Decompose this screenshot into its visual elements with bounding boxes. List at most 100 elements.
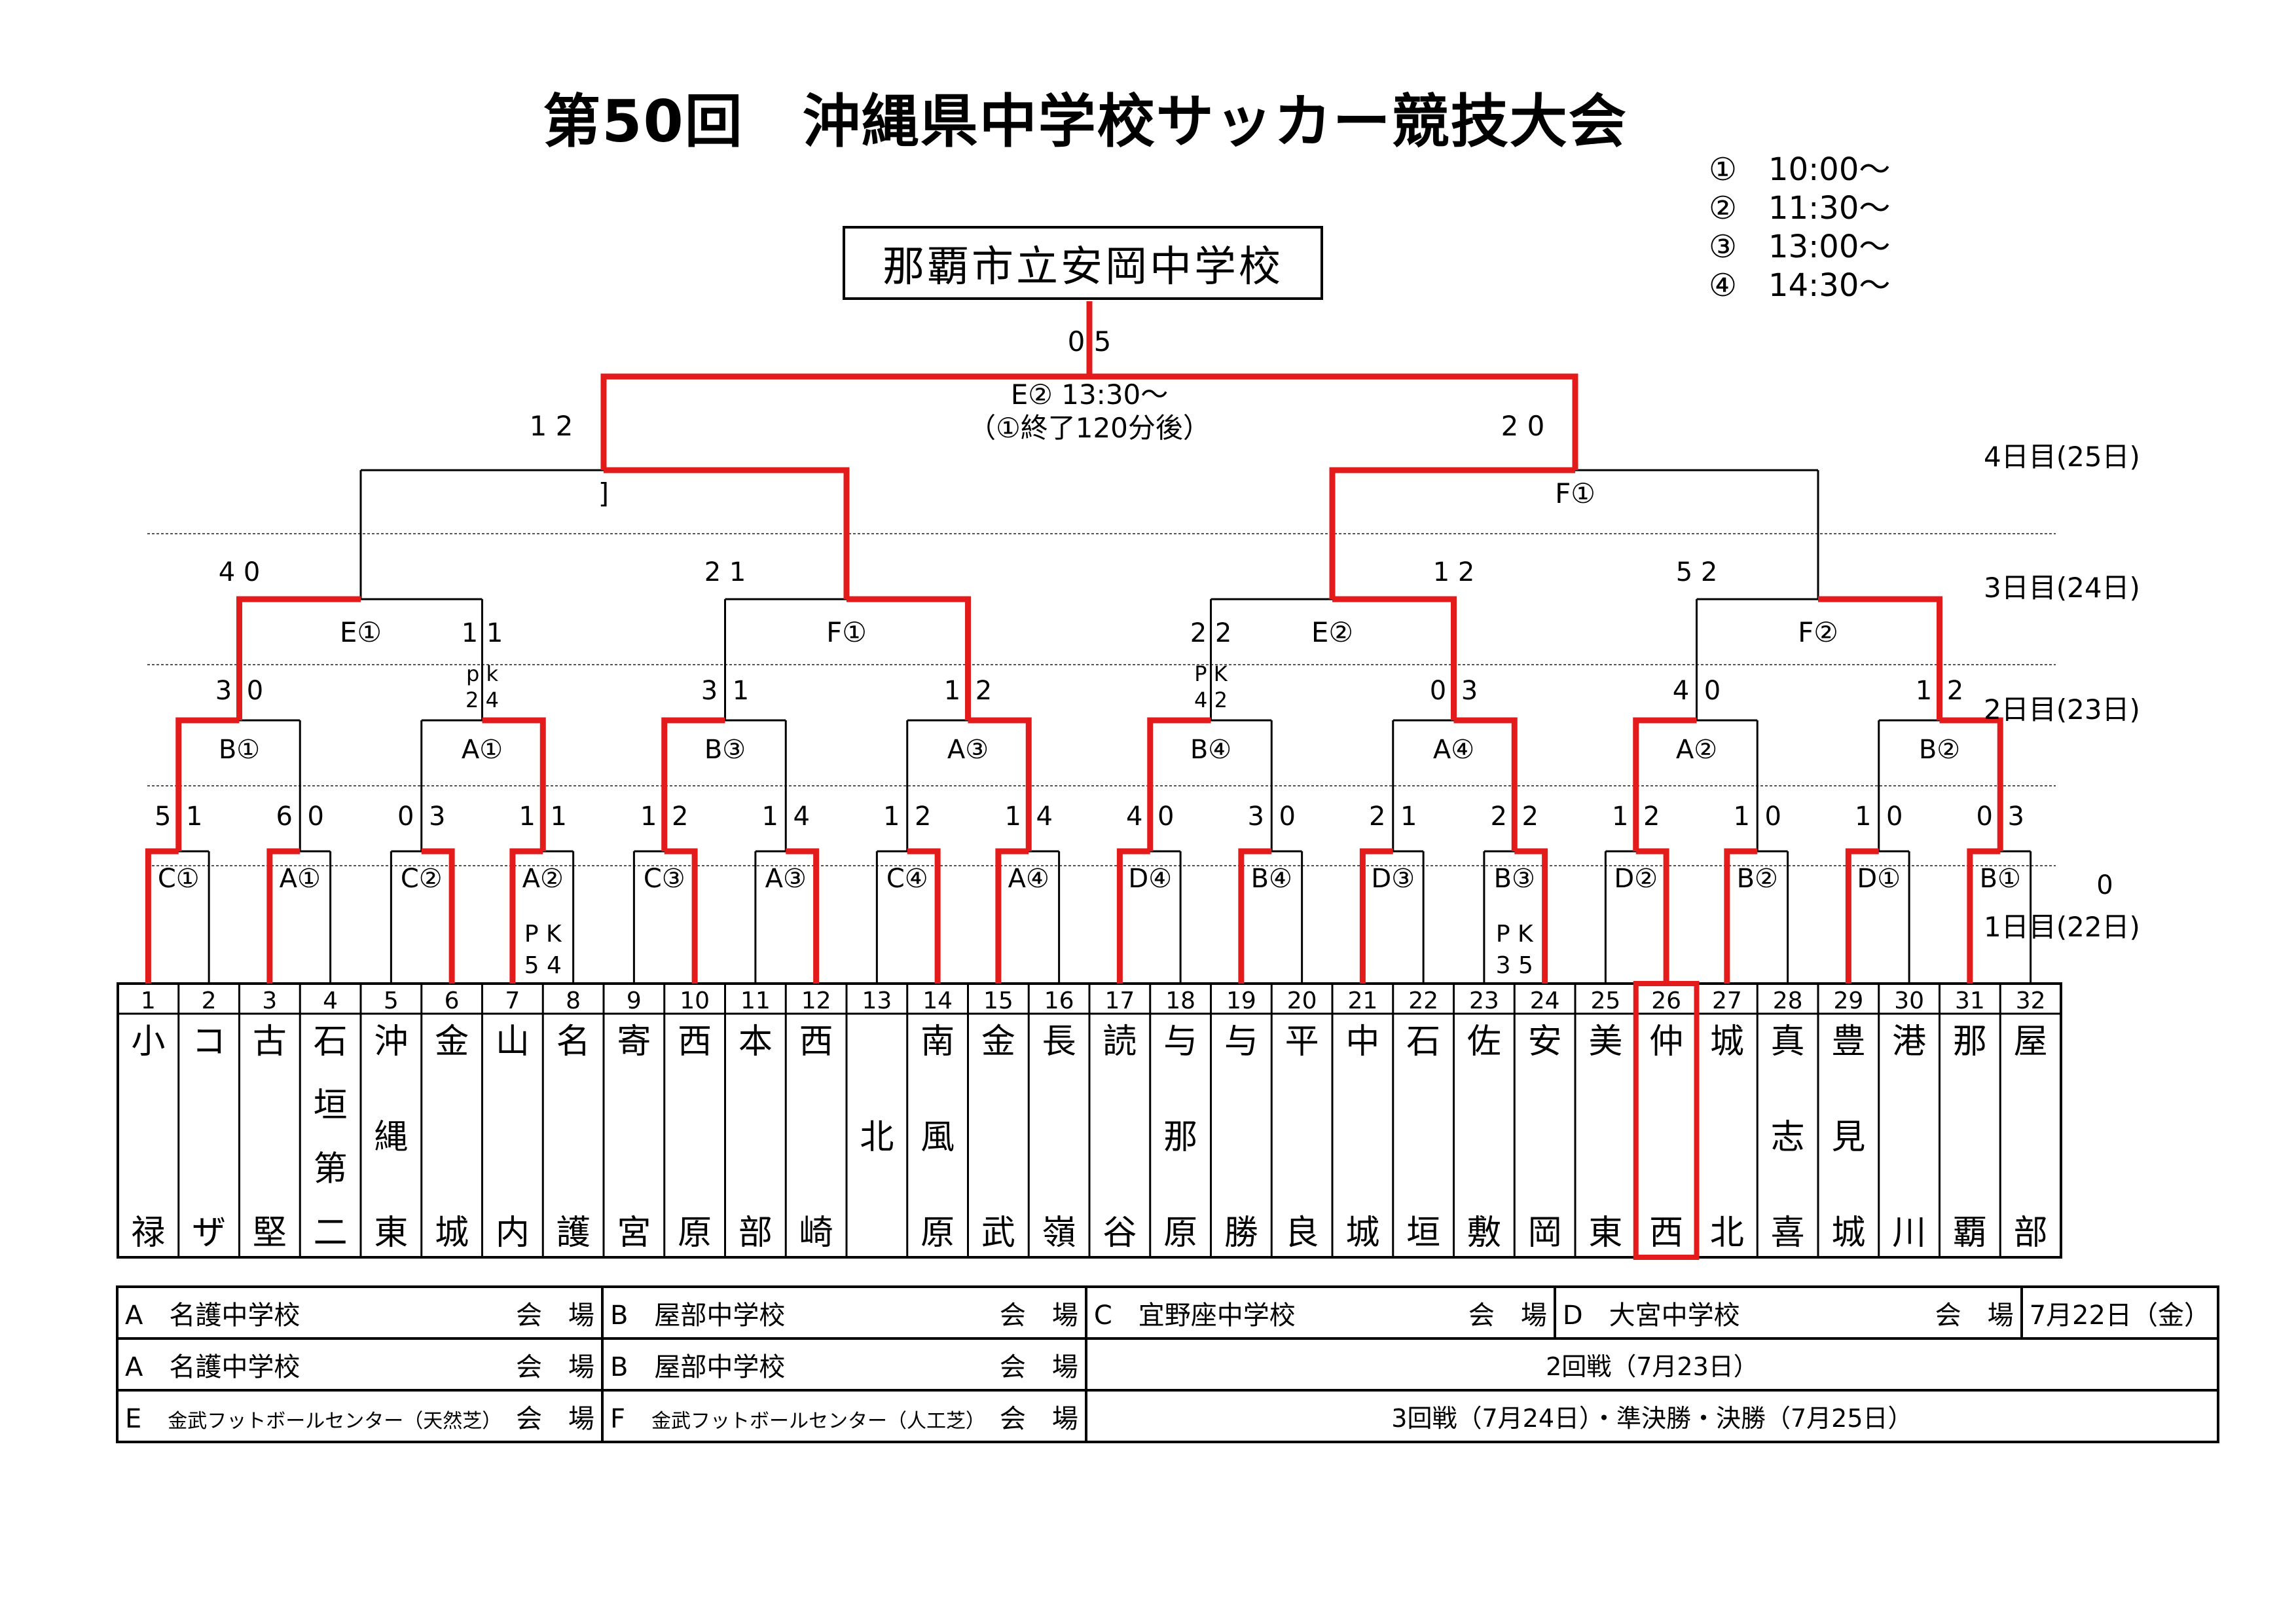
r1-score-left: 0 — [397, 802, 414, 832]
r1-score-left: 1 — [1612, 802, 1628, 832]
team-name-char: 石 — [314, 1022, 348, 1061]
r1-venue: B① — [1980, 864, 2021, 894]
team-name-char: 部 — [738, 1213, 773, 1253]
r1-score-right: 1 — [551, 802, 567, 832]
venue-label: 会 場 — [999, 1352, 1078, 1382]
page-title: 第50回 沖縄県中学校サッカー競技大会 — [543, 88, 1628, 155]
r3-venue: E② — [1311, 616, 1353, 648]
final-score: 0 5 — [1068, 325, 1112, 358]
r2-score-left: 3 — [215, 676, 232, 706]
r1-score-right: 1 — [1400, 802, 1417, 832]
team-name-char: 志 — [1771, 1118, 1805, 1157]
round3-final-date: 3回戦（7月24日）・準決勝・決勝（7月25日） — [1084, 1389, 2220, 1443]
team-number: 24 — [1530, 987, 1560, 1014]
team-name-char: 第 — [314, 1150, 348, 1189]
team-name-char: 川 — [1892, 1213, 1926, 1253]
team-name-char: 与 — [1224, 1022, 1258, 1061]
team-name-char: 平 — [1285, 1022, 1319, 1061]
team-number: 2 — [202, 987, 217, 1014]
team-number: 27 — [1712, 987, 1742, 1014]
r1-score-right: 2 — [915, 802, 931, 832]
r2-venue: B② — [1919, 735, 1960, 765]
champion-box: 那覇市立安岡中学校 — [843, 226, 1323, 300]
r2-score-left: 1 — [1916, 676, 1932, 706]
team-name-char: 小 — [131, 1022, 165, 1061]
venue-label: 会 場 — [999, 1300, 1078, 1331]
team-name-char: 勝 — [1224, 1213, 1258, 1253]
r2-pk-label: p k — [466, 661, 498, 686]
team-number: 30 — [1894, 987, 1924, 1014]
sf-score-left: 1 2 — [530, 410, 574, 442]
team-name-char: ザ — [192, 1213, 226, 1253]
r1-venue: A③ — [765, 864, 807, 894]
r3-venue: F① — [826, 616, 867, 648]
r3-venue: E① — [340, 616, 382, 648]
team-name-char: 美 — [1588, 1022, 1622, 1061]
r1-venue: C④ — [886, 864, 928, 894]
venue-label: 会 場 — [999, 1403, 1078, 1434]
r1-score-right: 0 — [1279, 802, 1296, 832]
round2-date: 2回戦（7月23日） — [1084, 1337, 2220, 1392]
r1-winner-path — [509, 848, 543, 984]
day-label-3: 2日目(23日) — [1984, 693, 2140, 726]
venue-e-name: 金武フットボールセンター（天然芝） — [168, 1409, 502, 1433]
team-name-char: 原 — [678, 1213, 712, 1253]
team-number: 5 — [384, 987, 399, 1014]
team-name-char: 嶺 — [1042, 1213, 1076, 1253]
team-name-char: 本 — [738, 1022, 773, 1061]
legend-row-1: A 名護中学校会 場 B 屋部中学校会 場 C 宜野座中学校会 場 D 大宮中学… — [116, 1285, 2220, 1340]
team-name-char: 禄 — [131, 1213, 165, 1253]
day-label-2: 3日目(24日) — [1984, 572, 2140, 604]
r1-score-right: 2 — [672, 802, 688, 832]
r2-venue: A① — [462, 735, 503, 765]
venue-label: 会 場 — [515, 1403, 594, 1434]
r1-venue: D② — [1614, 864, 1658, 894]
r1-score-left: 1 — [762, 802, 778, 832]
team-number: 32 — [2016, 987, 2046, 1014]
team-name-char: 東 — [374, 1213, 408, 1253]
r1-score-right: 0 — [1886, 802, 1903, 832]
winner-path-r3 — [1332, 596, 1457, 720]
r2-pk-score: 2 4 — [465, 688, 499, 712]
sf-path-left — [600, 373, 1089, 470]
team-name-char: 垣 — [1406, 1213, 1440, 1253]
winner-path-sf — [1329, 467, 1575, 599]
time-schedule: ① 10:00～ ② 11:30～ ③ 13:00～ ④ 14:30～ — [1709, 151, 1890, 305]
r1-winner-path — [1116, 848, 1150, 984]
final-note: （①終了120分後） — [968, 412, 1211, 444]
team-name-char: 古 — [253, 1022, 287, 1061]
winner-path-r2 — [1453, 717, 1518, 851]
team-name-char: 見 — [1831, 1118, 1865, 1157]
team-name-char: 二 — [314, 1213, 348, 1253]
r3-score: 5 2 — [1676, 557, 1718, 587]
team-name-char: 崎 — [799, 1213, 833, 1253]
r2-score-right: 2 — [1947, 676, 1963, 706]
r2-winner-path — [661, 717, 725, 851]
r2-score-left: 4 — [1673, 676, 1689, 706]
team-number: 10 — [680, 987, 710, 1014]
r1-winner-path — [266, 848, 301, 984]
team-number: 28 — [1773, 987, 1803, 1014]
r1-pk-score: 3 5 — [1496, 952, 1533, 979]
team-number: 14 — [922, 987, 953, 1014]
r1-winner-path — [1845, 848, 1879, 984]
team-name-char: 原 — [920, 1213, 955, 1253]
team-name-char: 金 — [435, 1022, 469, 1061]
team-name-char: 谷 — [1102, 1213, 1137, 1253]
r1-winner-path — [1238, 848, 1272, 984]
time-slot-2: ② 11:30～ — [1709, 190, 1891, 227]
r2-score-right: 0 — [247, 676, 263, 706]
r1-venue: B④ — [1251, 864, 1292, 894]
r2-venue: B① — [219, 735, 260, 765]
team-name-char: 金 — [981, 1022, 1015, 1061]
venue-label: 会 場 — [1468, 1300, 1547, 1331]
team-name-char: 西 — [1649, 1213, 1683, 1253]
team-name-char: 屋 — [2014, 1022, 2048, 1061]
r2-winner-path — [1939, 717, 2003, 851]
r1-winner-path — [664, 848, 698, 984]
r1-score-left: 2 — [1491, 802, 1507, 832]
team-number: 12 — [801, 987, 831, 1014]
r2-winner-path — [1633, 717, 1697, 851]
team-name-char: 佐 — [1467, 1022, 1501, 1061]
team-number: 20 — [1287, 987, 1317, 1014]
